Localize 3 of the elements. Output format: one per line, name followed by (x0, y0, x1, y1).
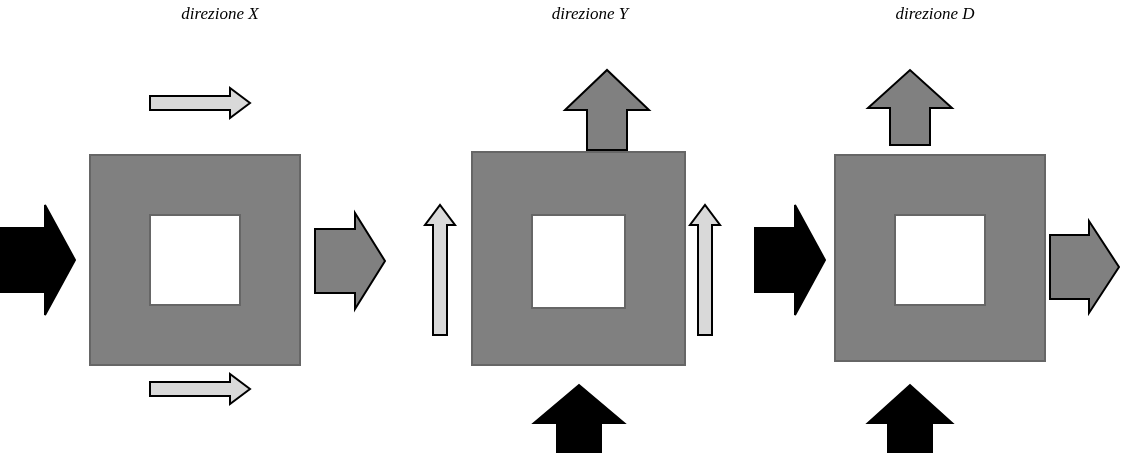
direction-label: direzione D (895, 4, 975, 24)
direction-label: direzione X (181, 4, 259, 24)
direction-label: direzione Y (551, 4, 629, 24)
